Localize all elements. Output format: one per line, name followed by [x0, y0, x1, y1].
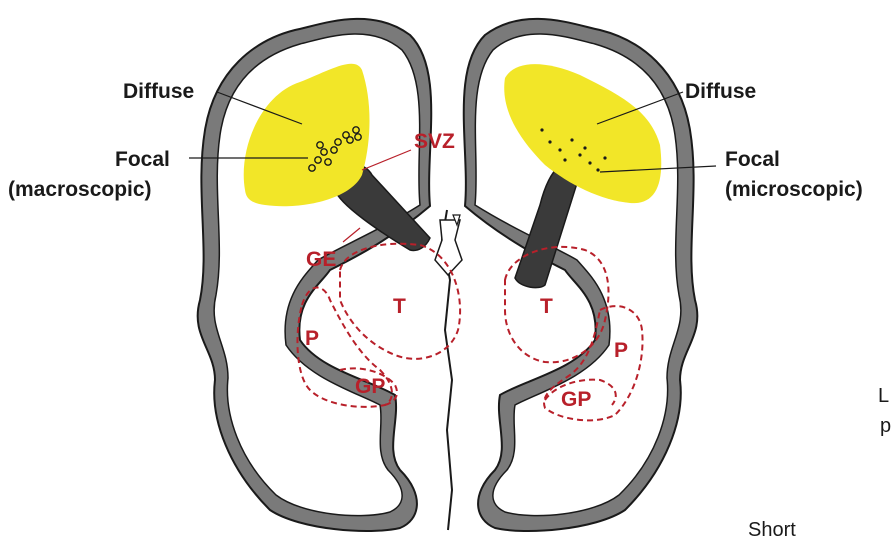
label-gp-right: GP — [561, 388, 591, 411]
third-ventricle — [435, 220, 462, 275]
label-svz: SVZ — [414, 130, 455, 153]
label-putamen-left: P — [305, 327, 319, 350]
label-left-focal-title: Focal — [115, 148, 170, 171]
label-gp-left: GP — [355, 375, 385, 398]
label-thalamus-right: T — [540, 295, 553, 318]
midline-structures — [435, 210, 462, 530]
label-left-focal-detail: (macroscopic) — [8, 178, 152, 201]
label-right-diffuse: Diffuse — [685, 80, 756, 103]
cropped-text-l: L — [878, 385, 889, 407]
label-thalamus-left: T — [393, 295, 406, 318]
label-right-focal-detail: (microscopic) — [725, 178, 863, 201]
cropped-text-p: p — [880, 415, 891, 437]
label-right-focal-title: Focal — [725, 148, 780, 171]
label-left-diffuse: Diffuse — [123, 80, 194, 103]
cropped-text-short: Short — [748, 519, 796, 536]
label-putamen-right: P — [614, 339, 628, 362]
label-ge: GE — [306, 248, 336, 271]
